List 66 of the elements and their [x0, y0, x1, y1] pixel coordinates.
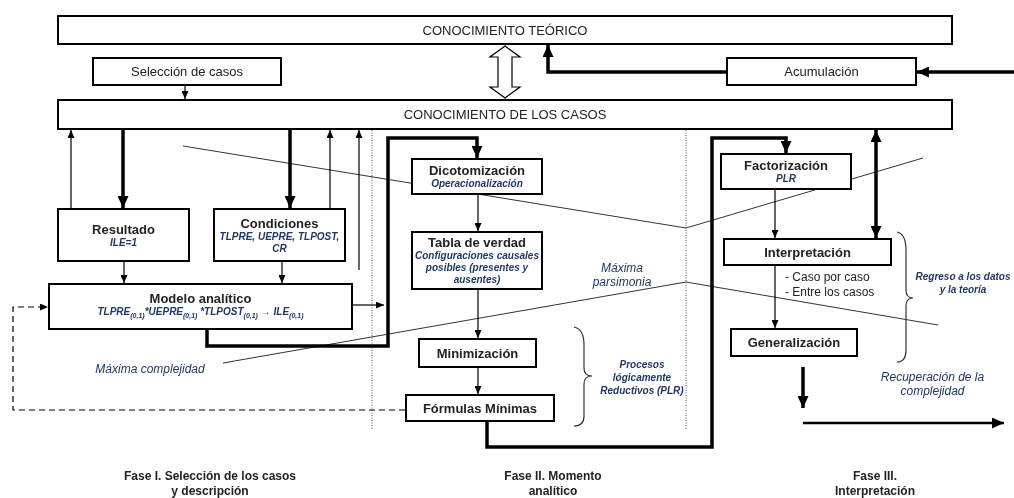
arrow — [771, 189, 779, 239]
process-box — [726, 57, 917, 86]
box-title: Interpretación — [764, 244, 851, 260]
phase-label: Fase III. Interpretación — [834, 469, 916, 498]
arrow — [870, 130, 882, 238]
arrow — [120, 261, 128, 284]
list-item: - Entre los casos — [785, 285, 876, 300]
phase-label: Fase II. Momento analítico — [503, 469, 603, 498]
box-title: Minimización — [436, 345, 519, 361]
process-box — [411, 231, 543, 290]
box-title: CONOCIMIENTO DE LOS CASOS — [403, 107, 607, 122]
box-subtitle: TLPRE$_{(0,1)}$*UEPRE$_{(0,1)}$ *TLPOST$_{(0,1)}$ → ILE$_{(0,1)}$ — [97, 306, 304, 322]
arrow — [117, 130, 129, 208]
box-title: Acumulación — [784, 64, 859, 79]
arrow — [205, 136, 483, 348]
box-title: CONOCIMIENTO TEÓRICO — [422, 22, 588, 38]
box-subtitle: PLR — [776, 173, 796, 185]
arrow — [67, 129, 75, 209]
arrow — [485, 136, 792, 449]
process-box — [730, 328, 858, 357]
box-subtitle: Operacionalización — [431, 178, 523, 190]
box-title: Factorización — [744, 158, 828, 173]
theory-band — [57, 15, 953, 45]
arrow — [797, 367, 809, 408]
parsimony-label: Máxima parsimonia — [591, 261, 653, 289]
box-title: Tabla de verdad — [428, 235, 526, 250]
box-subtitle: ILE=1 — [110, 236, 137, 249]
process-box — [57, 208, 190, 262]
box-title: Selección de casos — [131, 64, 243, 79]
process-box — [405, 394, 555, 422]
process-box — [723, 238, 892, 266]
process-box — [48, 283, 353, 330]
process-box — [720, 153, 852, 190]
arrow — [181, 85, 189, 100]
box-subtitle: TLPRE, UEPRE, TLPOST, CR — [218, 230, 341, 255]
box-title: Condiciones — [240, 215, 319, 231]
box-title: Resultado — [92, 221, 155, 237]
complexity-label: Máxima complejidad — [95, 362, 205, 376]
cases-band — [57, 99, 953, 130]
arrow — [355, 129, 363, 271]
arrow — [326, 129, 334, 209]
arrow — [474, 289, 482, 339]
box-title: Generalización — [747, 335, 841, 350]
arrow — [352, 301, 385, 309]
list-item: - Caso por caso — [785, 270, 871, 285]
brace-label: Regreso a los datos y la teoría — [914, 270, 1012, 296]
box-title: Fórmulas Mínimas — [422, 400, 538, 416]
process-box — [411, 158, 543, 195]
box-title: Modelo analítico — [149, 291, 252, 306]
arrow — [278, 261, 286, 284]
recovery-label: Recuperación de la complejidad — [880, 370, 985, 398]
double-arrow — [488, 45, 522, 99]
box-title: Dicotomización — [428, 163, 526, 178]
arrow — [542, 45, 726, 74]
brace-label: Procesos lógicamente Reductivos (PLR) — [599, 358, 685, 397]
process-box — [92, 57, 282, 86]
arrow — [917, 66, 1014, 78]
phase-label: Fase I. Selección de los casos y descripción — [122, 469, 298, 498]
box-subtitle: Configuraciones causales posibles (presentes y ausentes) — [414, 250, 540, 286]
arrow — [284, 130, 296, 208]
process-box — [213, 208, 346, 262]
process-box — [418, 338, 537, 368]
arrow — [771, 265, 779, 329]
arrow — [12, 303, 406, 411]
arrow — [474, 367, 482, 395]
arrow — [474, 194, 482, 232]
